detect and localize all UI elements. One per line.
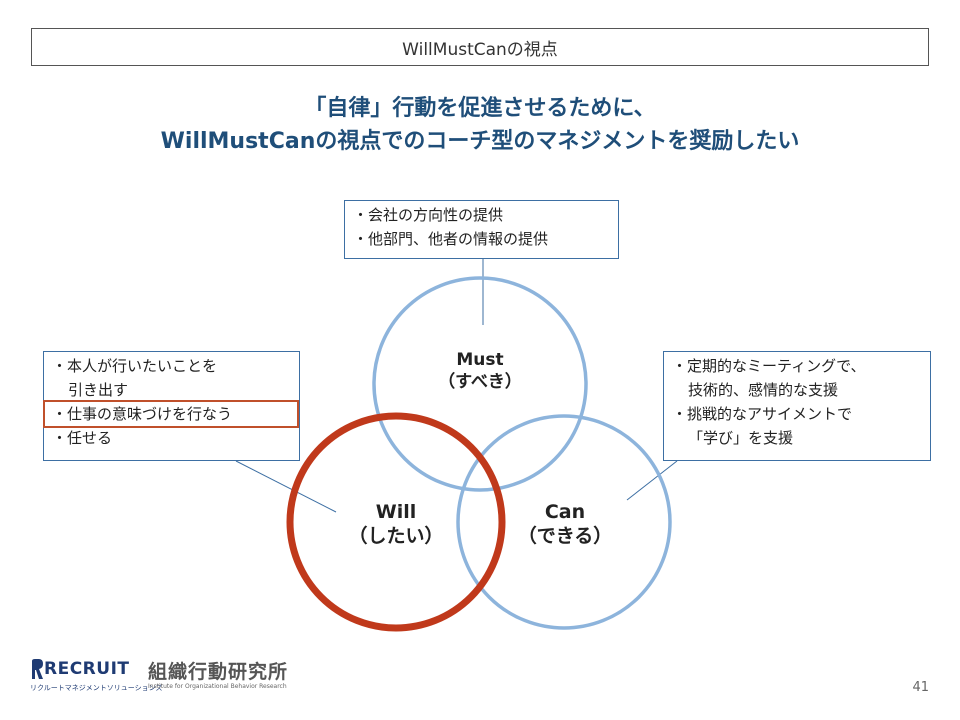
note-box-must: ・会社の方向性の提供 ・他部門、他者の情報の提供: [344, 200, 619, 259]
will-name: Will: [375, 501, 417, 523]
note-must-item: ・会社の方向性の提供: [353, 206, 504, 224]
note-must-item: ・他部門、他者の情報の提供: [353, 230, 549, 248]
must-name: Must: [456, 350, 504, 370]
headline-line-2: WillMustCanの視点でのコーチ型のマネジメントを奨励したい: [160, 129, 800, 154]
headline-line-1: 「自律」行動を促進させるために、: [304, 96, 656, 121]
circle-will: [286, 412, 506, 632]
circle-can: [456, 414, 672, 630]
note-box-will: ・本人が行いたいことを 引き出す ・仕事の意味づけを行なう ・任せる: [43, 351, 300, 461]
circle-must: [372, 276, 588, 492]
note-can-item: ・挑戦的なアサイメントで: [672, 405, 853, 423]
recruit-logo-text: RECRUIT: [44, 659, 130, 679]
page-number: 41: [912, 680, 929, 695]
note-can-item: 「学び」を支援: [688, 429, 794, 447]
lab-logo: 組織行動研究所 Institute for Organizational Beh…: [148, 655, 287, 695]
will-sub: （したい）: [348, 525, 444, 547]
circle-label-will: Will （したい）: [336, 500, 456, 548]
recruit-logo: RECRUIT リクルートマネジメントソリューションズ: [30, 655, 163, 695]
connector-can: [626, 460, 678, 501]
slide-header: WillMustCanの視点: [31, 28, 929, 66]
connector-will: [235, 460, 337, 513]
note-box-can: ・定期的なミーティングで、 技術的、感情的な支援 ・挑戦的なアサイメントで 「学…: [663, 351, 931, 461]
note-will-item: ・任せる: [52, 429, 113, 447]
recruit-mark-icon: [32, 659, 43, 679]
circle-label-can: Can （できる）: [505, 500, 625, 548]
lab-logo-text: 組織行動研究所: [148, 661, 289, 683]
can-sub: （できる）: [517, 525, 613, 547]
note-will-item: ・本人が行いたいことを: [52, 357, 218, 375]
note-will-item: 引き出す: [68, 381, 129, 399]
note-can-item: ・定期的なミーティングで、: [672, 357, 866, 375]
must-sub: （すべき）: [438, 372, 522, 392]
headline: 「自律」行動を促進させるために、 WillMustCanの視点でのコーチ型のマネ…: [0, 92, 960, 158]
recruit-logo-subtext: リクルートマネジメントソリューションズ: [30, 684, 163, 692]
note-will-item-highlighted: ・仕事の意味づけを行なう: [43, 400, 299, 428]
circle-label-must: Must （すべき）: [420, 349, 540, 393]
lab-logo-subtext: Institute for Organizational Behavior Re…: [148, 683, 287, 690]
note-can-item: 技術的、感情的な支援: [688, 381, 839, 399]
can-name: Can: [544, 501, 586, 523]
slide-header-title: WillMustCanの視点: [402, 39, 558, 60]
